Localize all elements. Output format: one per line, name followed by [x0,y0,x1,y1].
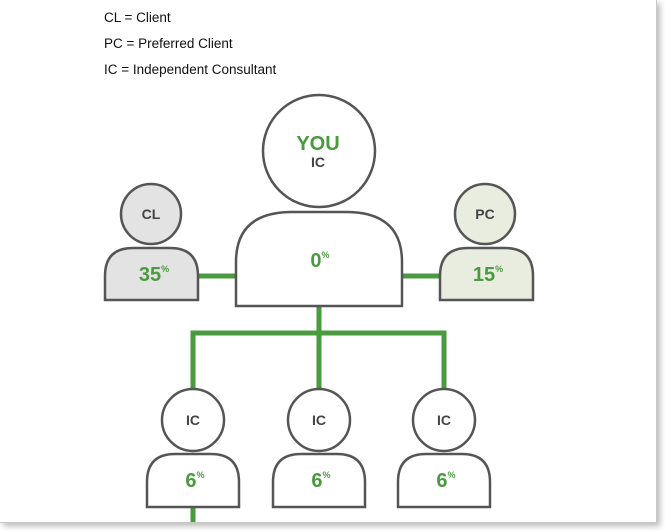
node-ic-left-role: IC [186,412,200,428]
node-client-role: CL [142,206,161,222]
node-preferred-body [438,246,535,302]
node-ic-middle: IC 6% [271,387,367,509]
node-ic-right-body [396,452,492,509]
node-you-percent: 0% [310,250,329,272]
node-ic-left-head [160,387,226,453]
node-ic-left-percent: 6% [185,470,204,492]
legend: CL = Client PC = Preferred Client IC = I… [104,10,276,88]
node-client: CL 35% [103,182,200,302]
node-client-percent: 35% [139,264,169,286]
connectors [190,273,447,522]
node-you-role: IC [311,154,325,170]
node-ic-middle-role: IC [312,412,326,428]
node-client-head [119,182,183,246]
legend-item-independent-consultant: IC = Independent Consultant [104,62,277,77]
node-ic-middle-percent: 6% [311,470,330,492]
node-ic-right-percent: 6% [436,470,455,492]
node-you-head [261,93,377,209]
node-preferred-client: PC 15% [438,182,535,302]
legend-item-preferred-client: PC = Preferred Client [104,36,233,51]
node-ic-right-head [411,387,477,453]
node-ic-left: IC 6% [145,387,241,509]
node-preferred-head [453,182,517,246]
node-ic-middle-head [286,387,352,453]
node-preferred-percent: 15% [473,264,503,286]
node-ic-right-role: IC [437,412,451,428]
node-ic-middle-body [271,452,367,509]
node-you-body [234,210,404,308]
node-client-body [103,246,200,302]
node-ic-left-body [145,452,241,509]
node-preferred-role: PC [475,206,494,222]
node-you: YOU IC 0% [234,93,404,308]
org-tree: YOU IC 0% CL 35% PC 15% IC 6% [103,93,535,522]
node-ic-right: IC 6% [396,387,492,509]
diagram-frame: CL = Client PC = Preferred Client IC = I… [0,0,657,523]
node-you-title: YOU [296,133,339,155]
legend-item-client: CL = Client [104,10,171,25]
